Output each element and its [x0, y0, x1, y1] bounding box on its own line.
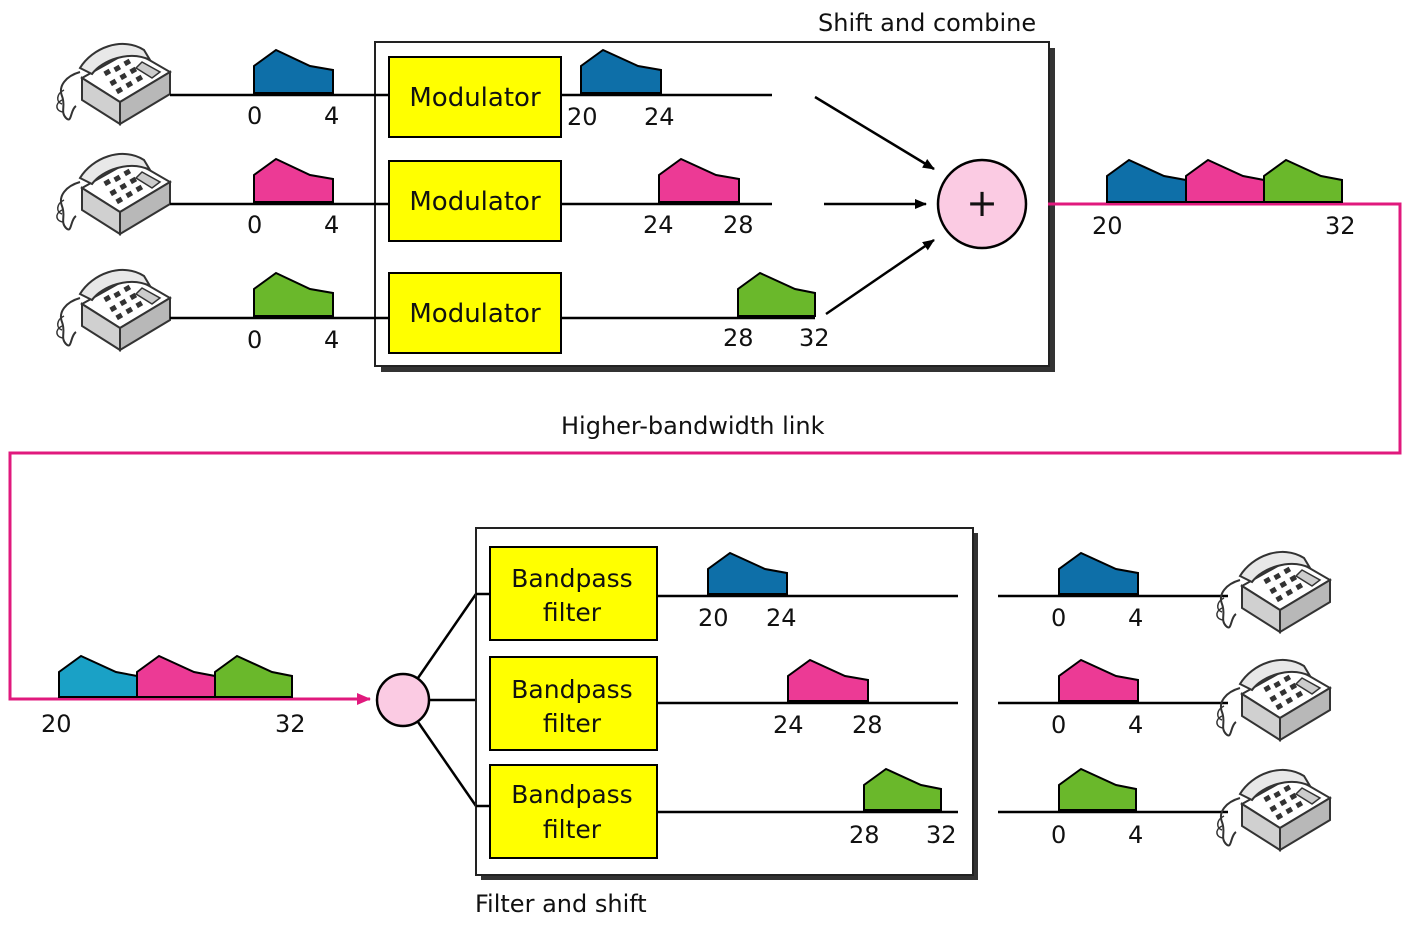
tick-label: 32 — [1325, 212, 1356, 240]
input-spectrum-1 — [253, 48, 334, 94]
tick-label: 0 — [247, 102, 262, 130]
filter-shift-label: Filter and shift — [475, 890, 647, 918]
filter-label: filter — [543, 598, 602, 627]
phone-icon — [1215, 550, 1331, 633]
combined-spectrum-1 — [1106, 158, 1187, 203]
bandpass-filter-3: Bandpass filter — [489, 764, 658, 859]
tick-label: 4 — [324, 326, 339, 354]
plus-icon: + — [966, 181, 998, 225]
phone-icon — [55, 42, 171, 125]
received-spectrum-2 — [136, 654, 216, 698]
tick-label: 4 — [1128, 821, 1143, 849]
received-spectrum-1 — [58, 654, 138, 698]
tick-label: 28 — [723, 324, 754, 352]
phone-icon — [55, 268, 171, 351]
tick-label: 20 — [698, 604, 729, 632]
tick-label: 24 — [773, 711, 804, 739]
filter-label: Bandpass — [511, 564, 632, 593]
shifted-spectrum-2 — [658, 157, 740, 203]
received-spectrum-3 — [214, 654, 293, 698]
modulator-1: Modulator — [388, 56, 562, 138]
tick-label: 4 — [1128, 711, 1143, 739]
combined-spectrum-2 — [1185, 158, 1265, 203]
tick-label: 0 — [1051, 711, 1066, 739]
modulator-label: Modulator — [409, 299, 541, 329]
combiner-node — [936, 158, 1028, 250]
splitter-branch — [416, 593, 478, 679]
shifted-spectrum-3 — [737, 271, 816, 317]
modulator-3: Modulator — [388, 272, 562, 354]
higher-link-label: Higher-bandwidth link — [561, 412, 825, 440]
modulator-label: Modulator — [409, 83, 541, 113]
tick-label: 24 — [644, 103, 675, 131]
tick-label: 4 — [324, 211, 339, 239]
input-spectrum-3 — [253, 271, 334, 317]
shifted-spectrum-1 — [580, 48, 662, 94]
filter-label: filter — [543, 709, 602, 738]
tick-label: 32 — [799, 324, 830, 352]
tick-label: 28 — [723, 211, 754, 239]
shift-combine-label: Shift and combine — [818, 9, 1036, 37]
filtered-spectrum-2 — [787, 658, 869, 702]
tick-label: 28 — [852, 711, 883, 739]
tick-label: 20 — [41, 710, 72, 738]
modulator-2: Modulator — [388, 160, 562, 242]
tick-label: 4 — [324, 102, 339, 130]
tick-label: 0 — [1051, 821, 1066, 849]
modulator-label: Modulator — [409, 187, 541, 217]
tick-label: 20 — [1092, 212, 1123, 240]
filtered-spectrum-1 — [707, 551, 788, 595]
tick-label: 32 — [926, 821, 957, 849]
higher-bandwidth-link — [8, 202, 1402, 705]
output-spectrum-3 — [1058, 767, 1137, 811]
tick-label: 0 — [247, 211, 262, 239]
phone-icon — [55, 152, 171, 235]
tick-label: 24 — [766, 604, 797, 632]
tick-label: 4 — [1128, 604, 1143, 632]
phone-icon — [1215, 768, 1331, 851]
tick-label: 0 — [1051, 604, 1066, 632]
tick-label: 32 — [275, 710, 306, 738]
filtered-spectrum-3 — [863, 767, 942, 811]
filter-label: filter — [543, 815, 602, 844]
input-spectrum-2 — [253, 157, 334, 203]
tick-label: 24 — [643, 211, 674, 239]
arrow-to-combiner — [825, 238, 935, 316]
tick-label: 28 — [849, 821, 880, 849]
bandpass-filter-2: Bandpass filter — [489, 656, 658, 751]
phone-icon — [1215, 658, 1331, 741]
tick-label: 0 — [247, 326, 262, 354]
splitter-branch — [416, 721, 478, 807]
bandpass-filter-1: Bandpass filter — [489, 546, 658, 641]
arrow-to-combiner — [814, 95, 935, 171]
filter-label: Bandpass — [511, 780, 632, 809]
filter-label: Bandpass — [511, 675, 632, 704]
splitter-node — [375, 672, 431, 728]
output-spectrum-1 — [1058, 551, 1139, 595]
output-spectrum-2 — [1058, 658, 1139, 702]
tick-label: 20 — [567, 103, 598, 131]
combined-spectrum-3 — [1263, 158, 1343, 203]
